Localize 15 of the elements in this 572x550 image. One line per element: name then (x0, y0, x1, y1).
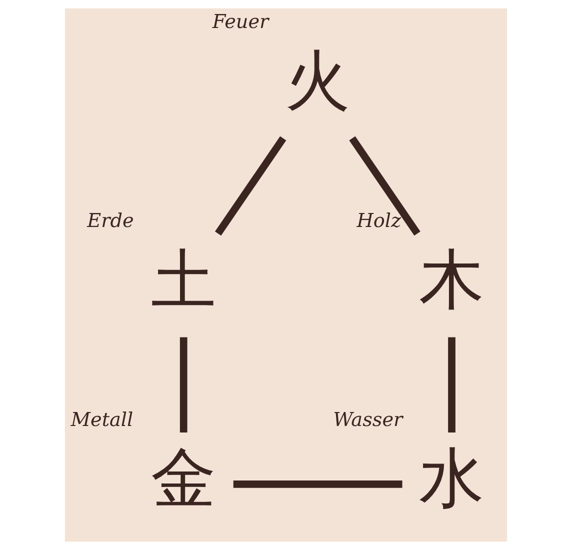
node-text: 木 (419, 242, 484, 318)
node-label: Metall (70, 408, 134, 431)
connector (214, 136, 286, 236)
node-text: 土 (151, 242, 216, 318)
connector (448, 337, 456, 432)
node-text: 水 (419, 442, 484, 517)
node-text: 火 (285, 44, 350, 119)
node-label: Feuer (212, 10, 269, 34)
node-label: Holz (356, 208, 402, 232)
node-label: Erde (87, 208, 134, 232)
connector (180, 337, 188, 432)
node-label: Wasser (333, 408, 403, 431)
node-text: 金 (151, 442, 216, 517)
connector (233, 480, 402, 488)
connector (349, 136, 420, 236)
